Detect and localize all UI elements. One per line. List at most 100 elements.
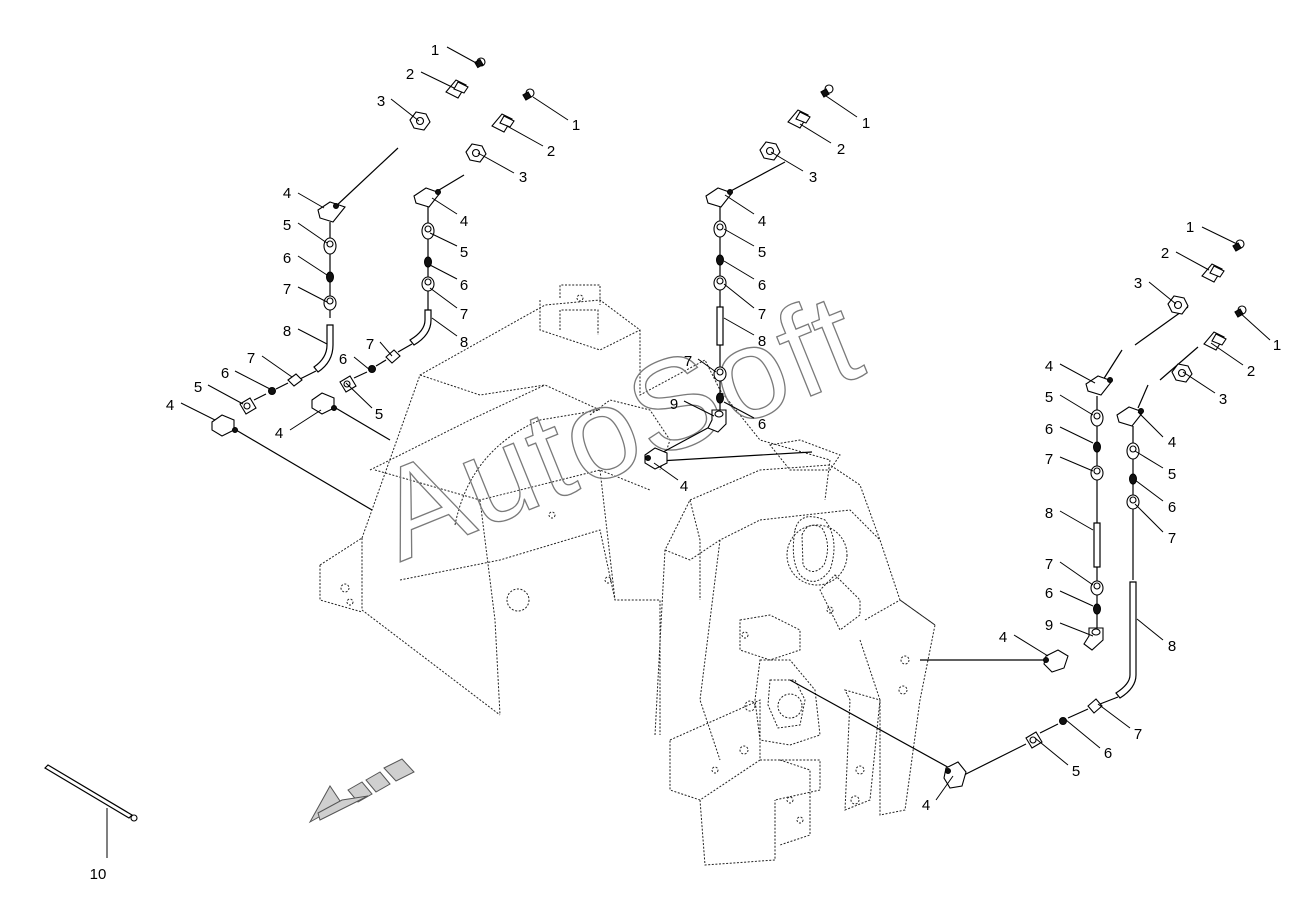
leader-line xyxy=(477,152,515,174)
nut-icon xyxy=(465,143,487,163)
leader-line xyxy=(261,355,293,378)
leader-line xyxy=(390,98,420,122)
callout-number: 6 xyxy=(1104,745,1112,762)
callout-c57: 7 xyxy=(1097,703,1142,743)
callout-number: 5 xyxy=(1045,389,1053,406)
hex-nut-icon xyxy=(323,295,337,311)
callout-number: 8 xyxy=(460,334,468,351)
leader-line xyxy=(1134,503,1164,533)
callout-number: 3 xyxy=(1219,391,1227,408)
leader-line xyxy=(935,775,954,801)
union-icon xyxy=(323,237,337,255)
leader-line xyxy=(825,95,858,118)
callout-number: 5 xyxy=(1072,763,1080,780)
leader-line xyxy=(723,283,755,309)
leader-line xyxy=(1136,618,1164,641)
leader-line xyxy=(429,264,458,280)
sleeve-icon xyxy=(1059,717,1067,725)
callout-number: 2 xyxy=(1247,363,1255,380)
callout-number: 5 xyxy=(194,379,202,396)
callout-number: 6 xyxy=(1045,421,1053,438)
callout-number: 8 xyxy=(758,333,766,350)
callout-c31: 7 xyxy=(723,283,766,323)
callout-number: 7 xyxy=(684,353,692,370)
adapter-icon xyxy=(787,109,811,129)
leader-line xyxy=(420,71,455,89)
leader-line xyxy=(697,358,717,373)
leader-line xyxy=(1059,363,1096,384)
leader-line xyxy=(723,228,755,247)
callout-number: 10 xyxy=(90,866,107,883)
leader-line xyxy=(429,232,458,247)
hex-nut-icon xyxy=(385,349,401,364)
callout-number: 2 xyxy=(406,66,414,83)
leader-line xyxy=(1210,342,1244,366)
nut-icon xyxy=(1171,363,1193,383)
callout-number: 6 xyxy=(283,250,291,267)
watermark-text: AutoSoft xyxy=(357,265,881,588)
callout-c46: 7 xyxy=(1045,451,1094,472)
sleeve-icon xyxy=(716,254,724,266)
callout-number: 8 xyxy=(283,323,291,340)
leader-line xyxy=(1059,561,1094,586)
callout-number: 1 xyxy=(431,42,439,59)
callout-number: 2 xyxy=(837,141,845,158)
callout-number: 4 xyxy=(283,185,291,202)
straight-tube-icon xyxy=(1093,522,1101,568)
callout-c43: 4 xyxy=(1045,358,1096,384)
leader-line xyxy=(180,402,216,421)
callout-c55: 7 xyxy=(1134,503,1176,547)
callout-c23: 5 xyxy=(345,382,383,423)
leader-line xyxy=(1097,703,1131,729)
callout-c15: 7 xyxy=(429,287,468,323)
callout-c28: 4 xyxy=(724,194,766,230)
nut-icon xyxy=(409,111,431,131)
callout-c33: 7 xyxy=(684,353,717,373)
leader-line xyxy=(1134,450,1164,469)
callout-c45: 6 xyxy=(1045,421,1094,444)
callout-number: 3 xyxy=(519,169,527,186)
callout-number: 4 xyxy=(460,213,468,230)
callout-number: 6 xyxy=(221,365,229,382)
callout-c12: 4 xyxy=(431,197,468,230)
leader-line xyxy=(446,46,479,65)
callout-number: 4 xyxy=(758,213,766,230)
callout-number: 2 xyxy=(1161,245,1169,262)
block-fitting-icon xyxy=(211,414,238,437)
callout-number: 9 xyxy=(670,396,678,413)
leader-line xyxy=(1148,281,1177,305)
leader-line xyxy=(297,255,328,276)
callout-c52: 4 xyxy=(1137,411,1176,451)
adapter-icon xyxy=(445,79,469,99)
callout-c40: 1 xyxy=(1238,311,1281,354)
callout-number: 1 xyxy=(862,115,870,132)
fitting-assembly-b xyxy=(311,88,535,415)
grease-nipple-icon xyxy=(1234,305,1247,318)
callout-c14: 6 xyxy=(429,264,468,294)
callout-c27: 3 xyxy=(770,151,817,186)
block-fitting-icon xyxy=(311,392,337,415)
sleeve-icon xyxy=(268,387,276,395)
hex-nut-icon xyxy=(287,373,303,387)
leader-line xyxy=(1065,719,1101,749)
nut-icon xyxy=(1167,295,1189,315)
callout-number: 4 xyxy=(999,629,1007,646)
callout-c22: 6 xyxy=(339,351,371,371)
callout-c17: 7 xyxy=(247,350,293,378)
block-fitting-icon xyxy=(644,447,668,470)
callout-c20: 4 xyxy=(166,397,216,421)
fitting-assembly-right-b xyxy=(943,305,1247,789)
callout-c9: 6 xyxy=(283,250,328,276)
callout-c32: 8 xyxy=(723,317,766,350)
leader-line xyxy=(429,287,458,309)
union-icon xyxy=(1126,442,1140,460)
leader-line xyxy=(379,341,393,357)
callout-c36: 4 xyxy=(653,462,688,495)
callout-number: 4 xyxy=(1168,434,1176,451)
callout-number: 4 xyxy=(275,425,283,442)
callout-c38: 2 xyxy=(1161,245,1210,271)
leader-line xyxy=(297,222,328,244)
callout-number: 6 xyxy=(339,351,347,368)
grease-nipple-icon xyxy=(820,84,834,98)
